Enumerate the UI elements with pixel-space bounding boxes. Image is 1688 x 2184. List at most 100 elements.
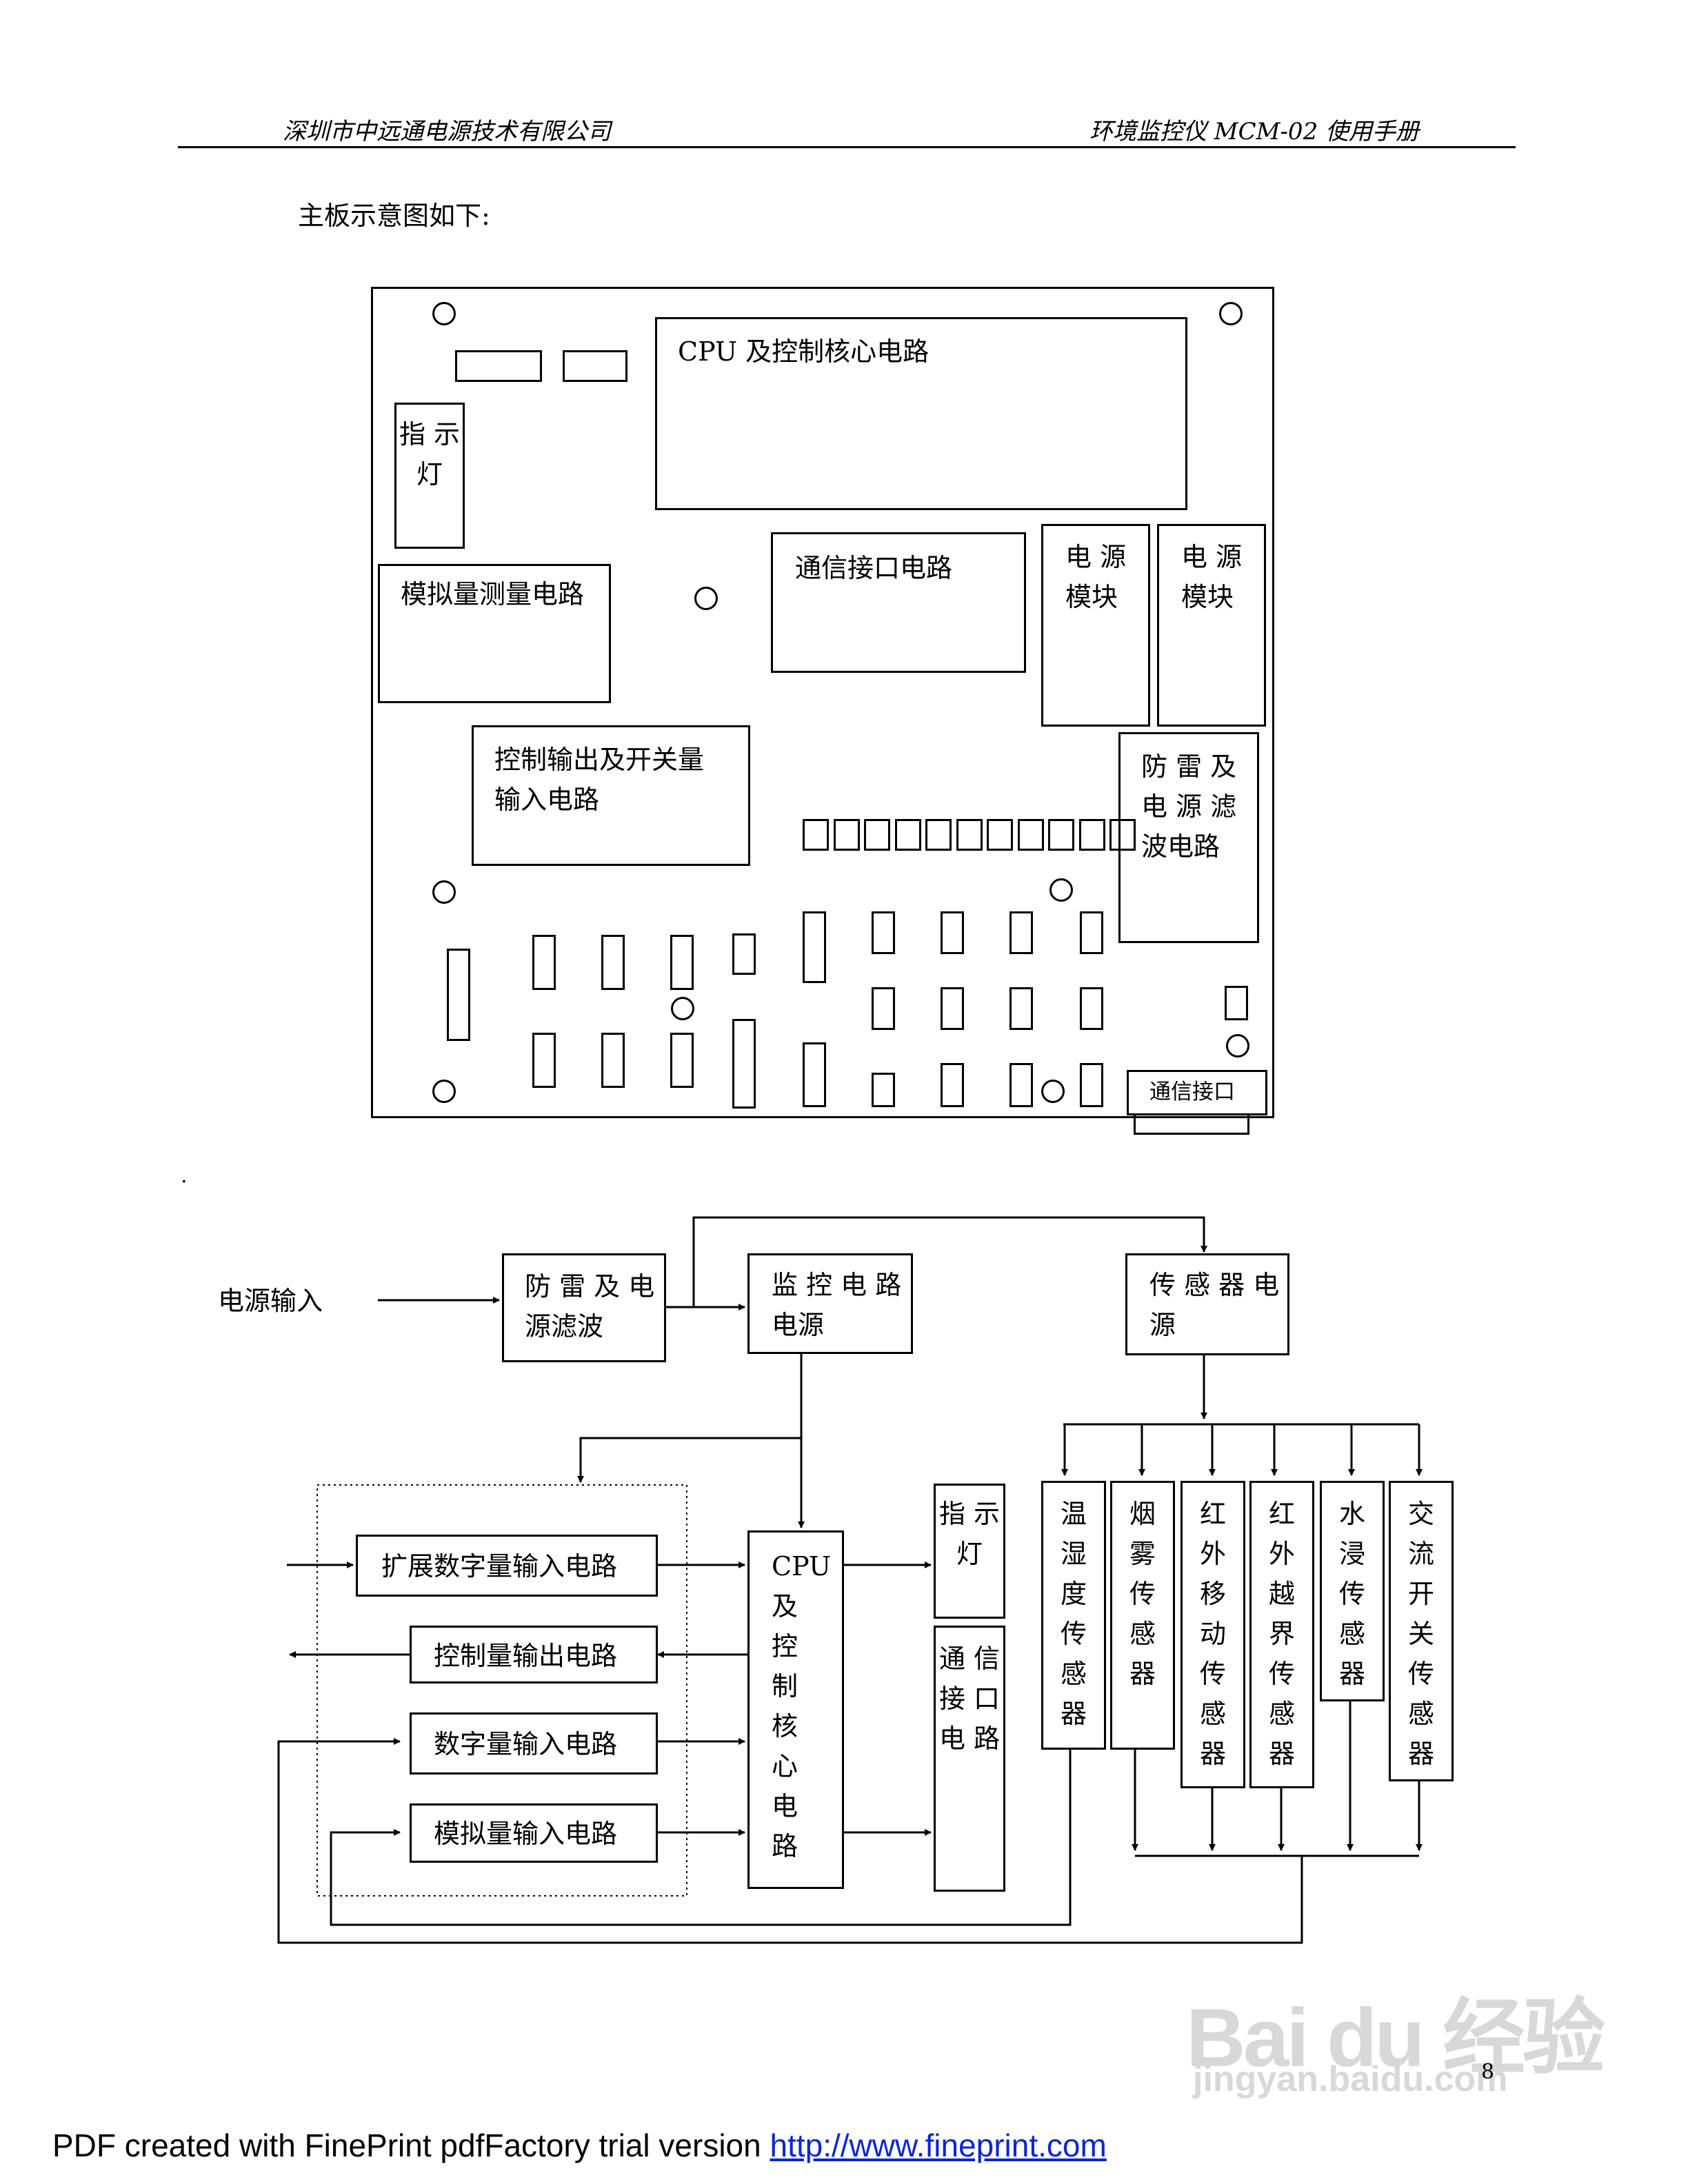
board-analog-label: 模拟量测量电路 xyxy=(401,579,585,609)
flow-sensor-label: 温 湿 度 传 感 器 xyxy=(1060,1499,1087,1729)
component xyxy=(872,1073,895,1107)
board-control-io-label: 控制输出及开关量 输入电路 xyxy=(494,745,705,815)
led-square xyxy=(1078,819,1105,851)
board-power-module: 电 源 模块 xyxy=(1157,524,1266,727)
flow-cpu-core-box: CPU 及 控 制 核 心 电 路 xyxy=(747,1530,844,1889)
flow-sensor-label: 交 流 开 关 传 感 器 xyxy=(1407,1499,1434,1769)
flow-digital-in-label: 数字量输入电路 xyxy=(434,1729,618,1759)
component xyxy=(532,935,556,990)
mount-hole xyxy=(671,997,694,1020)
flow-sensor-power-label: 传 感 器 电 源 xyxy=(1149,1270,1280,1340)
flow-indicator-label: 指 示 灯 xyxy=(938,1499,1001,1569)
component xyxy=(941,911,964,954)
flow-comm-circuit-box: 通 信 接 口 电 路 xyxy=(934,1626,1005,1892)
flow-indicator-box: 指 示 灯 xyxy=(934,1484,1005,1619)
led-square xyxy=(803,819,829,851)
mount-hole xyxy=(1049,878,1073,902)
flow-sensor-smoke: 烟 雾 传 感 器 xyxy=(1110,1481,1175,1750)
board-comm-label: 通信接口电路 xyxy=(795,553,953,583)
flow-monitor-power-label: 监 控 电 路 电源 xyxy=(772,1270,902,1340)
flow-surge-filter-box: 防 雷 及 电 源滤波 xyxy=(502,1253,666,1362)
component xyxy=(670,935,694,990)
mount-hole xyxy=(694,587,718,610)
component xyxy=(1009,1063,1033,1107)
component xyxy=(803,911,826,983)
flow-surge-filter-label: 防 雷 及 电 源滤波 xyxy=(525,1271,655,1342)
board-surge-label: 防 雷 及 电 源 滤 波电路 xyxy=(1141,751,1237,862)
component xyxy=(670,1033,694,1088)
board-indicator-label: 指 示 灯 xyxy=(399,419,461,489)
component xyxy=(803,1042,826,1107)
component xyxy=(732,1019,756,1109)
component xyxy=(601,935,625,990)
component xyxy=(941,1063,964,1107)
component xyxy=(1009,987,1033,1030)
header-rule xyxy=(178,146,1516,148)
component xyxy=(601,1033,625,1088)
header-manual-title: 环境监控仪 MCM-02 使用手册 xyxy=(1089,118,1420,145)
component xyxy=(532,1033,556,1088)
led-square xyxy=(956,819,983,851)
flow-control-out-label: 控制量输出电路 xyxy=(434,1641,618,1671)
flow-ext-digital-box: 扩展数字量输入电路 xyxy=(356,1535,658,1597)
flow-sensor-label: 红 外 越 界 传 感 器 xyxy=(1268,1499,1295,1769)
led-square xyxy=(1048,819,1074,851)
component xyxy=(1080,911,1103,954)
board-surge-block: 防 雷 及 电 源 滤 波电路 xyxy=(1118,732,1259,943)
mount-hole xyxy=(1226,1034,1249,1058)
component xyxy=(1009,911,1033,954)
flow-analog-in-box: 模拟量输入电路 xyxy=(410,1803,658,1863)
flow-sensor-ir-boundary: 红 外 越 界 传 感 器 xyxy=(1249,1481,1314,1788)
page-number: 8 xyxy=(1481,2060,1495,2084)
flow-digital-in-box: 数字量输入电路 xyxy=(410,1712,658,1775)
flow-cpu-core-label: CPU 及 控 制 核 心 电 路 xyxy=(772,1551,832,1861)
watermark-brand: Bai du 经验 xyxy=(1186,1992,1605,2084)
connector-block xyxy=(455,350,542,382)
board-power-label: 电 源 模块 xyxy=(1065,542,1127,612)
flow-comm-circuit-label: 通 信 接 口 电 路 xyxy=(938,1644,1001,1754)
flow-sensor-label: 红 外 移 动 传 感 器 xyxy=(1199,1499,1226,1769)
mount-hole xyxy=(432,1080,456,1103)
component xyxy=(872,911,895,954)
led-square xyxy=(1109,819,1136,851)
mount-hole xyxy=(1041,1080,1065,1103)
footer-text: PDF created with FinePrint pdfFactory tr… xyxy=(52,2127,770,2163)
flow-analog-in-label: 模拟量输入电路 xyxy=(434,1819,618,1849)
led-square xyxy=(894,819,921,851)
flow-power-input-label: 电源输入 xyxy=(218,1286,323,1316)
flow-sensor-label: 水 浸 传 感 器 xyxy=(1338,1499,1365,1689)
board-power-module: 电 源 模块 xyxy=(1041,524,1150,727)
led-square xyxy=(1017,819,1044,851)
board-comm-block: 通信接口电路 xyxy=(771,532,1026,673)
component xyxy=(1225,986,1248,1020)
flow-sensor-temp-humidity: 温 湿 度 传 感 器 xyxy=(1041,1481,1106,1750)
board-indicator-block: 指 示 灯 xyxy=(394,403,465,549)
board-comm-port-label: 通信接口 xyxy=(1149,1080,1235,1104)
flow-sensor-ac-switch: 交 流 开 关 传 感 器 xyxy=(1389,1481,1454,1781)
led-square xyxy=(925,819,952,851)
mount-hole xyxy=(432,302,456,325)
board-comm-port: 通信接口 xyxy=(1127,1070,1267,1115)
header-company: 深圳市中远通电源技术有限公司 xyxy=(283,118,611,145)
component xyxy=(447,949,470,1041)
component xyxy=(941,987,964,1030)
flow-sensor-ir-motion: 红 外 移 动 传 感 器 xyxy=(1180,1481,1245,1788)
board-power-label: 电 源 模块 xyxy=(1181,542,1243,612)
footer-link[interactable]: http://www.fineprint.com xyxy=(770,2127,1107,2163)
flow-sensor-water: 水 浸 传 感 器 xyxy=(1320,1481,1385,1701)
flow-monitor-power-box: 监 控 电 路 电源 xyxy=(747,1253,913,1354)
mount-hole xyxy=(432,880,456,904)
dot-mark: . xyxy=(181,1164,188,1188)
flow-ext-digital-label: 扩展数字量输入电路 xyxy=(381,1551,618,1581)
flow-control-out-box: 控制量输出电路 xyxy=(410,1626,658,1684)
watermark-url: jingyan.baidu.com xyxy=(1193,2059,1508,2099)
footer: PDF created with FinePrint pdfFactory tr… xyxy=(52,2127,1107,2164)
component xyxy=(732,933,756,975)
led-square xyxy=(864,819,890,851)
led-square xyxy=(987,819,1013,851)
flow-sensor-label: 烟 雾 传 感 器 xyxy=(1129,1499,1156,1689)
flow-sensor-power-box: 传 感 器 电 源 xyxy=(1125,1253,1289,1355)
mount-hole xyxy=(1219,302,1243,325)
board-cpu-label: CPU 及控制核心电路 xyxy=(678,336,930,367)
